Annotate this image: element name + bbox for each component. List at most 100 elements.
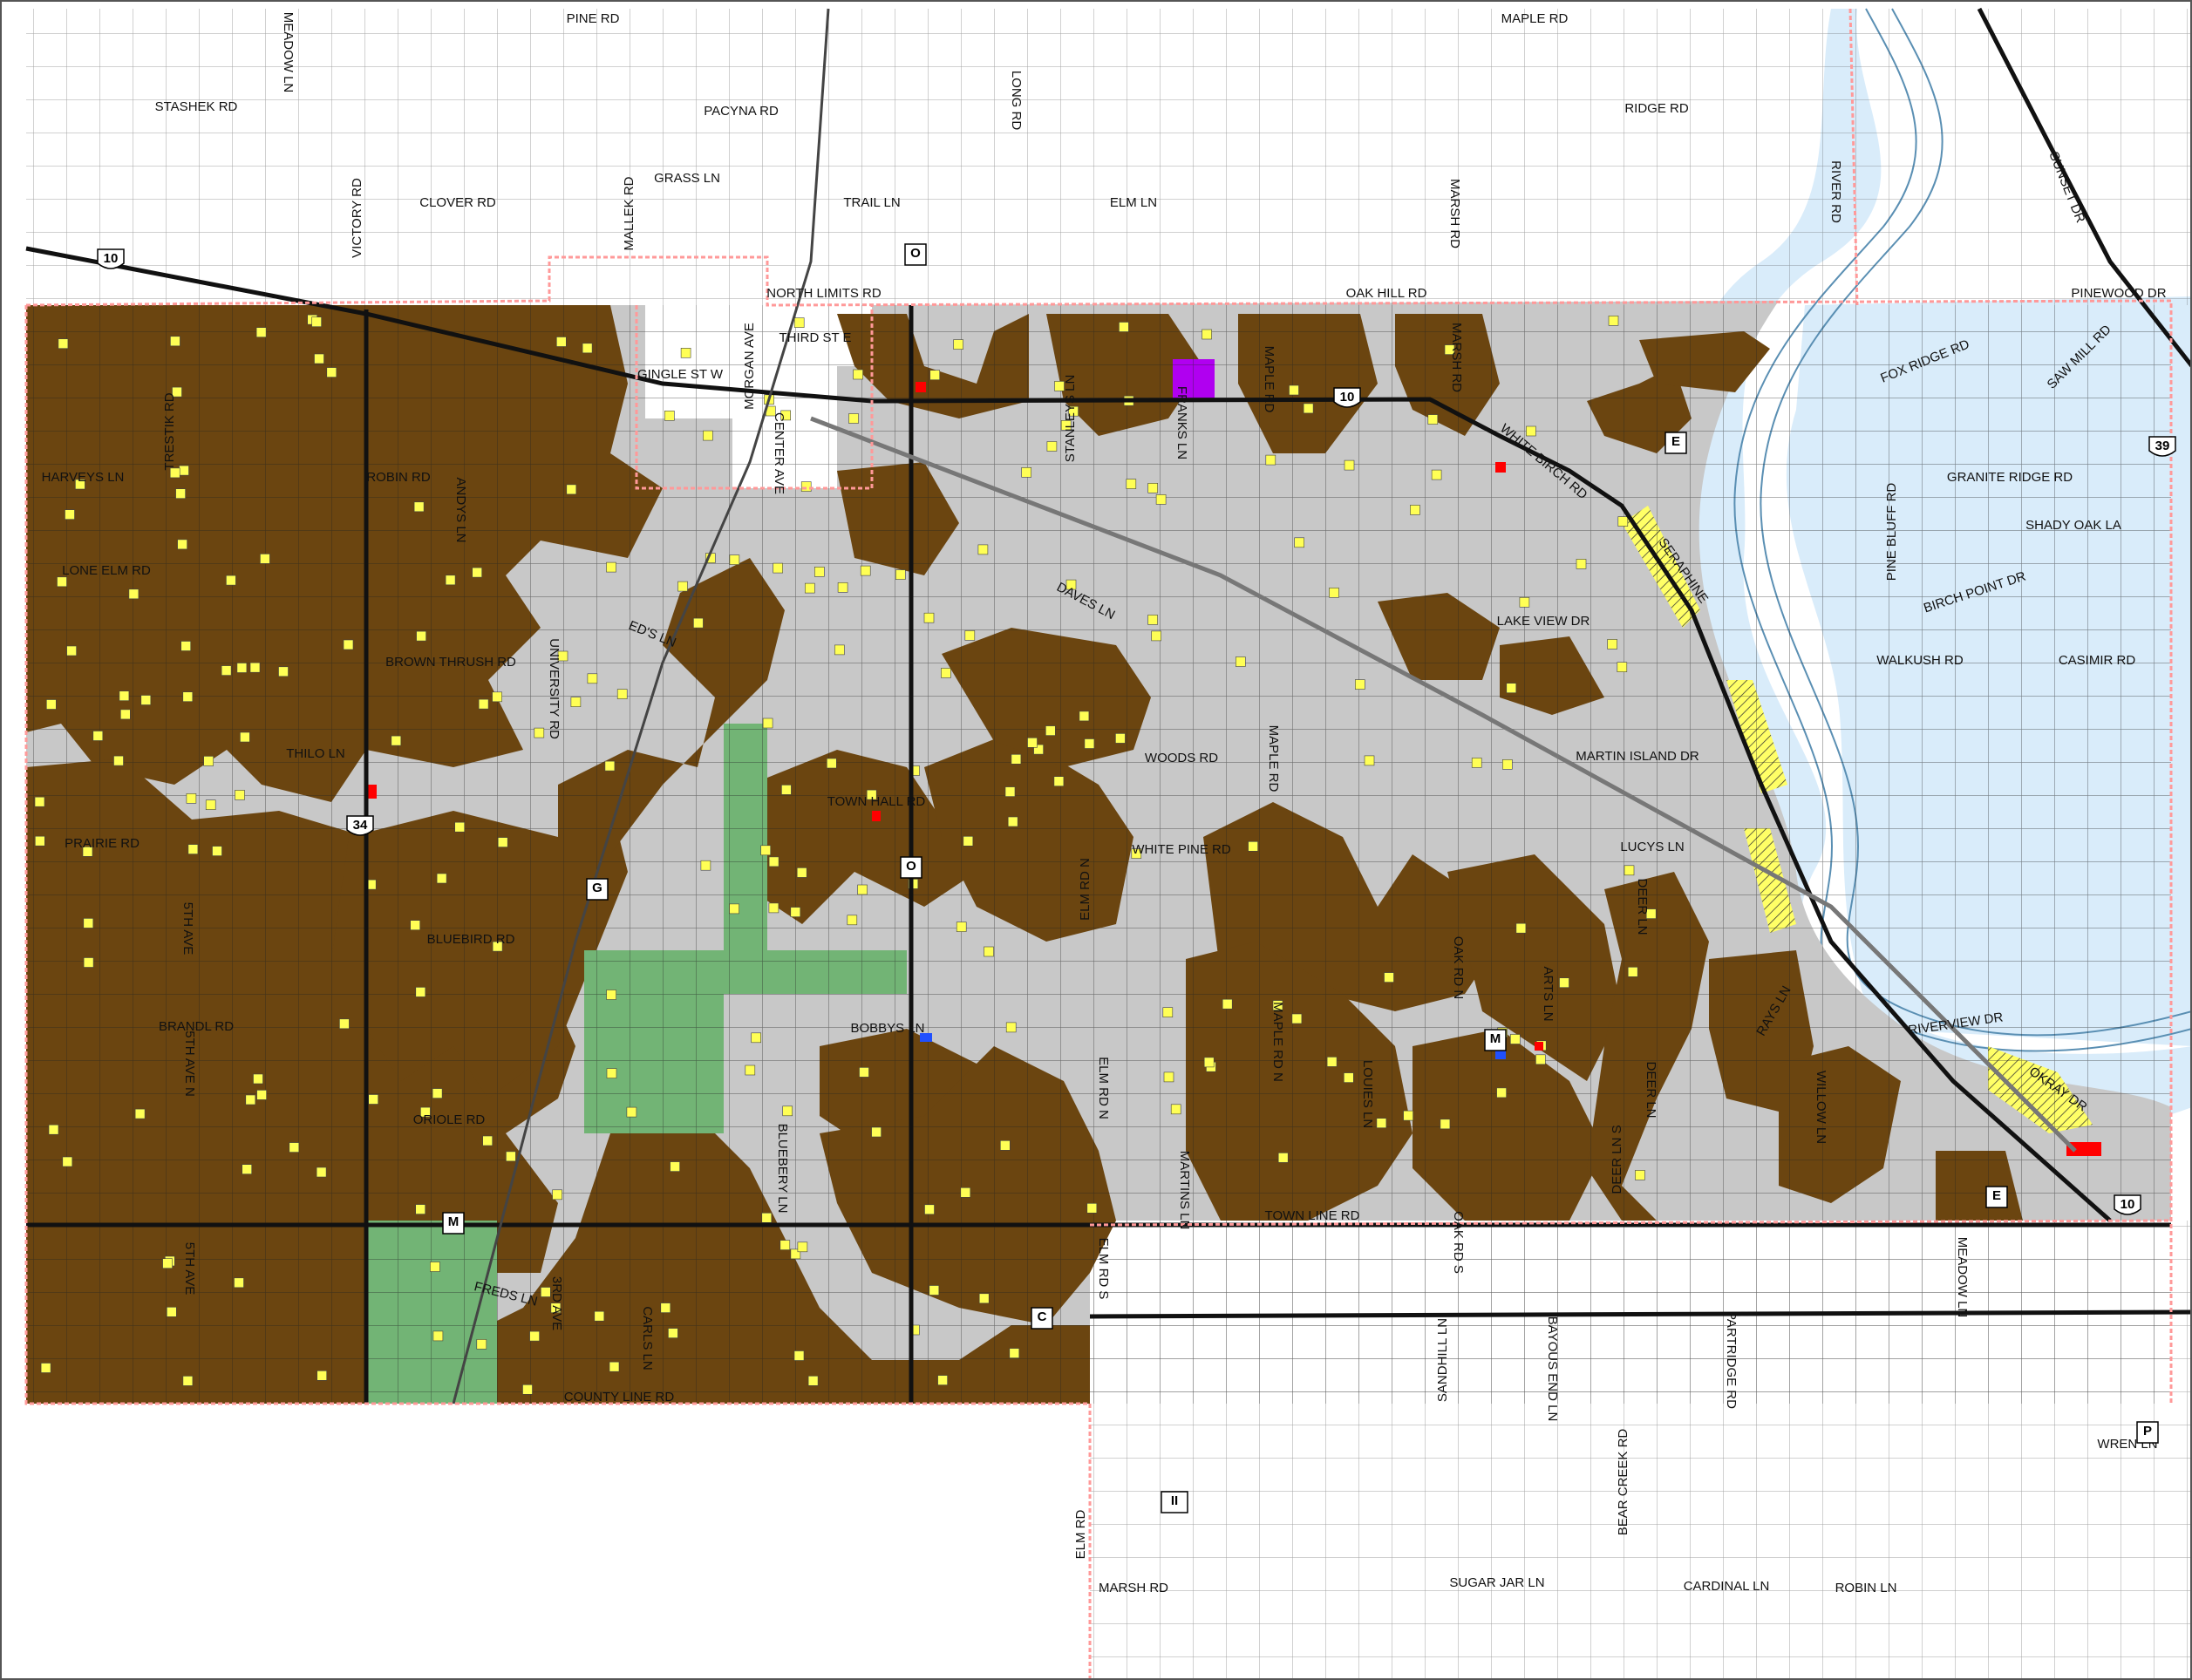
building-point: [83, 918, 94, 928]
building-point: [760, 845, 772, 856]
building-point: [226, 575, 236, 586]
building-point: [866, 789, 877, 800]
building-point: [415, 987, 426, 997]
road-label-partridge-rd: PARTRIDGE RD: [1724, 1311, 1739, 1409]
building-point: [582, 343, 593, 354]
building-point: [668, 1328, 678, 1338]
building-point: [1607, 639, 1617, 650]
rail-line: [452, 8, 2077, 1405]
building-point: [797, 1241, 808, 1253]
building-point: [432, 1088, 443, 1098]
building-point: [167, 1307, 177, 1317]
shield-label: M: [1490, 1031, 1501, 1046]
building-point: [1115, 733, 1126, 744]
road-label-marsh-rd-south: MARSH RD: [1099, 1581, 1168, 1595]
building-point: [977, 544, 989, 555]
building-point: [1510, 1034, 1521, 1044]
building-point: [187, 844, 199, 854]
road-label-ridge-rd: RIDGE RD: [1624, 101, 1689, 116]
building-point: [1009, 1348, 1020, 1358]
building-point: [834, 644, 845, 656]
road-label-oriole-rd: ORIOLE RD: [413, 1112, 486, 1127]
building-point: [34, 796, 45, 807]
building-point: [1162, 1007, 1174, 1017]
building-point: [236, 663, 248, 673]
building-point: [186, 792, 197, 804]
shield-label: 39: [2155, 439, 2170, 453]
building-point: [1303, 403, 1314, 414]
building-point: [1277, 1153, 1289, 1163]
building-point: [847, 915, 858, 926]
road-label-robin-ln: ROBIN LN: [1835, 1581, 1897, 1595]
building-point: [616, 689, 628, 699]
building-point: [420, 1106, 431, 1118]
building-point: [249, 662, 261, 673]
road-label-lucys-ln: LUCYS LN: [1620, 840, 1684, 854]
building-point: [550, 1303, 562, 1313]
building-point: [1427, 414, 1439, 425]
building-point: [476, 1339, 487, 1350]
shield-shape: [2114, 1194, 2141, 1215]
building-point: [1151, 630, 1161, 642]
building-point: [177, 539, 187, 550]
building-point: [860, 565, 871, 576]
building-point: [807, 1376, 819, 1386]
building-point: [1045, 725, 1056, 736]
building-point: [555, 337, 567, 347]
municipal-boundary: [24, 8, 2173, 1680]
building-point: [594, 1310, 605, 1322]
building-point: [113, 755, 124, 766]
building-point: [316, 1166, 327, 1178]
road-label-maple-rd-1: MAPLE RD: [1262, 346, 1276, 413]
building-point: [729, 903, 739, 915]
road-label-victory-rd: VICTORY RD: [350, 178, 364, 258]
building-point: [1155, 494, 1167, 505]
road-label-deer-ln-2: DEER LN: [1644, 1061, 1658, 1118]
building-point: [953, 339, 963, 350]
building-point: [179, 465, 189, 476]
road-label-carls-ln: CARLS LN: [640, 1306, 655, 1370]
building-point: [552, 1189, 562, 1200]
road-label-bayous-end-ln: BAYOUS END LN: [1545, 1316, 1560, 1422]
building-point: [1005, 1022, 1017, 1033]
building-point: [82, 846, 93, 857]
industrial-points: [366, 382, 2101, 1156]
road-label-gingle-st-w: GINGLE ST W: [637, 367, 724, 382]
building-point: [65, 509, 75, 520]
road-label-franks-ln: FRANKS LN: [1174, 386, 1189, 459]
building-point: [1471, 758, 1482, 768]
shield-label: 34: [353, 818, 368, 833]
building-point: [1272, 1000, 1283, 1010]
building-point: [278, 666, 289, 677]
highway-shield-icon: O: [900, 856, 922, 879]
shield-shape: [97, 248, 125, 269]
building-point: [853, 369, 863, 380]
building-point: [793, 317, 805, 328]
building-point: [1364, 755, 1375, 766]
building-points: [34, 314, 1657, 1395]
building-point: [773, 562, 784, 574]
road-label-5th-ave-1: 5TH AVE: [180, 902, 195, 956]
building-point: [1170, 1104, 1181, 1115]
road-label-woods-rd: WOODS RD: [1145, 751, 1218, 765]
building-point: [205, 799, 216, 811]
road-label-deer-ln-1: DEER LN: [1635, 878, 1650, 935]
road-label-maple-rd-2: MAPLE RD: [1266, 725, 1281, 792]
road-label-north-limits-rd: NORTH LIMITS RD: [766, 286, 882, 301]
road-label-river-rd: RIVER RD: [1828, 160, 1843, 223]
building-point: [781, 785, 792, 795]
building-point: [826, 758, 837, 769]
road-label-sugar-jar-ln: SUGAR JAR LN: [1449, 1575, 1544, 1590]
building-point: [729, 554, 740, 565]
highway-shield-icon: 10: [97, 248, 125, 269]
building-point: [1147, 482, 1158, 493]
building-point: [134, 1108, 146, 1119]
building-point: [66, 645, 77, 656]
road-label-morgan-ave: MORGAN AVE: [742, 323, 757, 410]
road-label-meadow-ln-north: MEADOW LN: [281, 12, 296, 93]
building-point: [964, 630, 976, 641]
building-point: [212, 846, 222, 856]
road-label-long-rd: LONG RD: [1009, 71, 1024, 131]
building-point: [534, 727, 545, 738]
highway-shield-icon: M: [1484, 1029, 1507, 1051]
